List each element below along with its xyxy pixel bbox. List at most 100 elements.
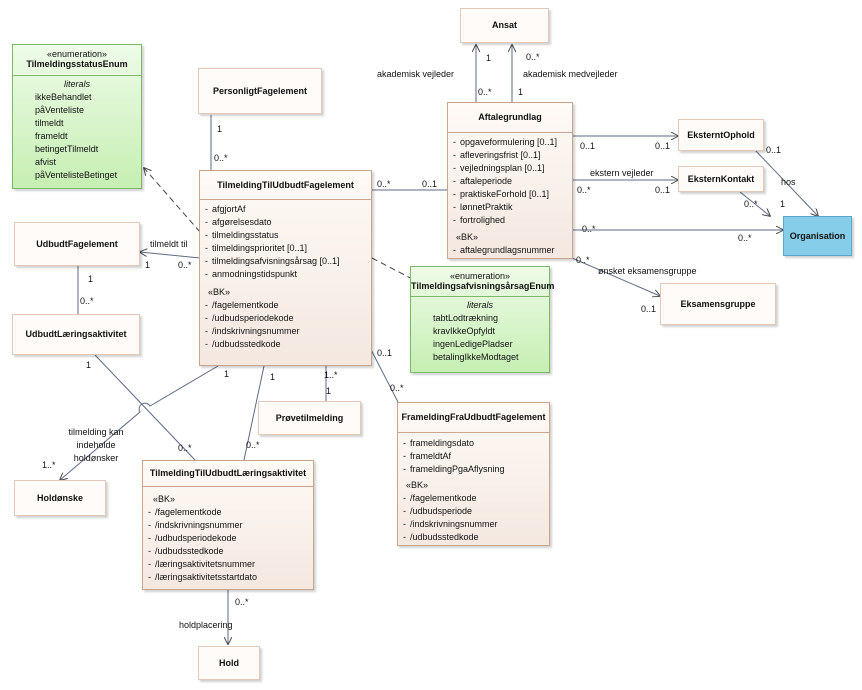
eksamensgruppe-title: Eksamensgruppe [680,299,756,309]
enum-literals-header: literals [63,79,90,89]
multiplicity: 0..* [576,255,590,265]
class-afvisningsarsag-enum[interactable]: «enumeration» Tilmeldingsafvisningsårsag… [410,266,555,373]
udbudt-laering-title: UdbudtLæringsaktivitet [25,329,127,339]
label-holdplacering: holdplacering [179,620,233,630]
assoc-hos [754,149,818,216]
attribute: tilmeldingsstatus [200,229,371,242]
class-aftalegrundlag[interactable]: Aftalegrundlag opgaveformulering [0..1] … [447,102,573,259]
bk-attribute: /udbudsstedkode [398,531,549,544]
class-organisation[interactable]: Organisation [783,216,852,256]
multiplicity: 0..* [235,597,249,607]
bk-attribute: /fagelementkode [398,492,549,505]
multiplicity: 1 [88,274,94,284]
attribute: tilmeldingsafvisningsårsag [0..1] [200,255,371,268]
multiplicity: 0..* [377,179,391,189]
class-provetilmelding[interactable]: Prøvetilmelding [258,401,361,435]
multiplicity: 1 [145,260,151,270]
attribute: opgaveformulering [0..1] [448,136,572,149]
enum-stereotype: «enumeration» [46,49,108,59]
bk-attribute: /indskrivningsnummer [398,518,549,531]
tilmelding-title: TilmeldingTilUdbudtFagelement [217,180,354,190]
multiplicity: 1 [780,199,786,209]
attribute: afgørelsesdato [200,216,371,229]
eksternkontakt-title: EksternKontakt [687,174,755,184]
class-eksamensgruppe[interactable]: Eksamensgruppe [660,283,776,325]
bk-attribute: /læringsaktivitetsstartdato [143,571,313,584]
multiplicity: 0..1 [655,185,671,195]
bk-stereotype: «BK» [456,232,479,242]
enum-literal: påVenteliste [35,105,85,115]
bk-stereotype: «BK» [153,494,176,504]
class-eksternkontakt[interactable]: EksternKontakt [678,166,764,192]
label-ekstern-vejleder: ekstern vejleder [590,168,654,178]
multiplicity: 0..* [526,52,540,62]
assoc-kontakt-organisation [739,191,770,216]
class-tilmelding-laeringsaktivitet[interactable]: TilmeldingTilUdbudtLæringsaktivitet «BK»… [142,460,314,590]
label-tilmeldt-til: tilmeldt til [150,239,188,249]
bk-stereotype: «BK» [208,287,231,297]
enum-literal: betalingIkkeModtaget [433,352,519,362]
enum-stereotype: «enumeration» [449,271,511,281]
multiplicity: 1 [270,372,276,382]
assoc-tilmelding-laering [243,365,265,461]
bk-attribute: /indskrivningsnummer [143,519,313,532]
attribute: frameldingsdato [398,437,549,450]
class-personligt-fagelement[interactable]: PersonligtFagelement [198,68,322,114]
enum-literal: tabtLodtrækning [433,313,499,323]
attribute: praktiskeForhold [0..1] [448,188,572,201]
label-akademisk-medvejleder: akademisk medvejleder [523,69,618,79]
attribute: anmodningstidspunkt [200,268,371,281]
bk-attribute: /udbudsstedkode [200,338,371,351]
enum-title: TilmeldingsafvisningsårsagEnum [411,281,555,291]
class-holdonske[interactable]: Holdønske [14,480,106,516]
enum-title: TilmeldingsstatusEnum [26,59,128,69]
multiplicity: 0..1 [580,141,596,151]
enum-literal: ingenLedigePladser [433,339,513,349]
bk-attribute: /fagelementkode [143,506,313,519]
class-eksterntophold[interactable]: EksterntOphold [678,119,764,151]
attribute: afgjortAf [200,203,371,216]
class-ansat[interactable]: Ansat [460,8,549,43]
class-tilmelding-udbudt-fagelement[interactable]: TilmeldingTilUdbudtFagelement afgjortAf … [199,170,372,366]
label-onsket-eksamensgruppe: ønsket eksamensgruppe [598,266,697,276]
tilmelding-laering-title: TilmeldingTilUdbudtLæringsaktivitet [149,468,307,478]
bk-attribute: /udbudsperiode [398,505,549,518]
class-hold[interactable]: Hold [198,646,260,680]
class-ansat-title: Ansat [491,20,517,30]
attribute: afleveringsfrist [0..1] [448,149,572,162]
enum-literals-header: literals [466,300,493,310]
enum-literal: påVentelisteBetinget [35,170,118,180]
assoc-tilmeldt-til [140,252,201,259]
class-udbudt-laeringsaktivitet[interactable]: UdbudtLæringsaktivitet [12,314,140,355]
attribute: vejledningsplan [0..1] [448,162,572,175]
hold-title: Hold [219,658,239,668]
class-udbudt-fagelement[interactable]: UdbudtFagelement [14,222,140,266]
multiplicity: 0..* [246,440,260,450]
bk-attribute: /udbudsperiodekode [143,532,313,545]
enum-literal: tilmeldt [35,118,64,128]
class-personligt-title: PersonligtFagelement [212,86,308,96]
multiplicity: 0..* [178,260,192,270]
multiplicity: 0..* [577,185,591,195]
attribute: aftaleperiode [448,175,572,188]
bk-attribute: aftalegrundlagsnummer [448,244,572,257]
enum-literal: kravIkkeOpfyldt [433,326,496,336]
class-framelding[interactable]: FrameldingFraUdbudtFagelement framelding… [397,402,550,546]
class-tilmeldingsstatus-enum[interactable]: «enumeration» TilmeldingsstatusEnum lite… [12,44,142,189]
enum-literal: afvist [35,157,57,167]
multiplicity: 1..* [42,460,56,470]
multiplicity: 0..* [478,87,492,97]
multiplicity: 0..* [178,443,192,453]
holdonske-title: Holdønske [36,493,83,503]
bk-attribute: /læringsaktivitetsnummer [143,558,313,571]
multiplicity: 1 [486,53,492,63]
bk-attribute: /fagelementkode [200,299,371,312]
bk-stereotype: «BK» [406,480,429,490]
provetilmelding-title: Prøvetilmelding [275,413,344,423]
multiplicity: 1 [86,360,92,370]
label-hos: hos [781,177,796,187]
bk-attribute: /indskrivningsnummer [200,325,371,338]
multiplicity: 1 [217,124,223,134]
multiplicity: 1 [224,369,230,379]
